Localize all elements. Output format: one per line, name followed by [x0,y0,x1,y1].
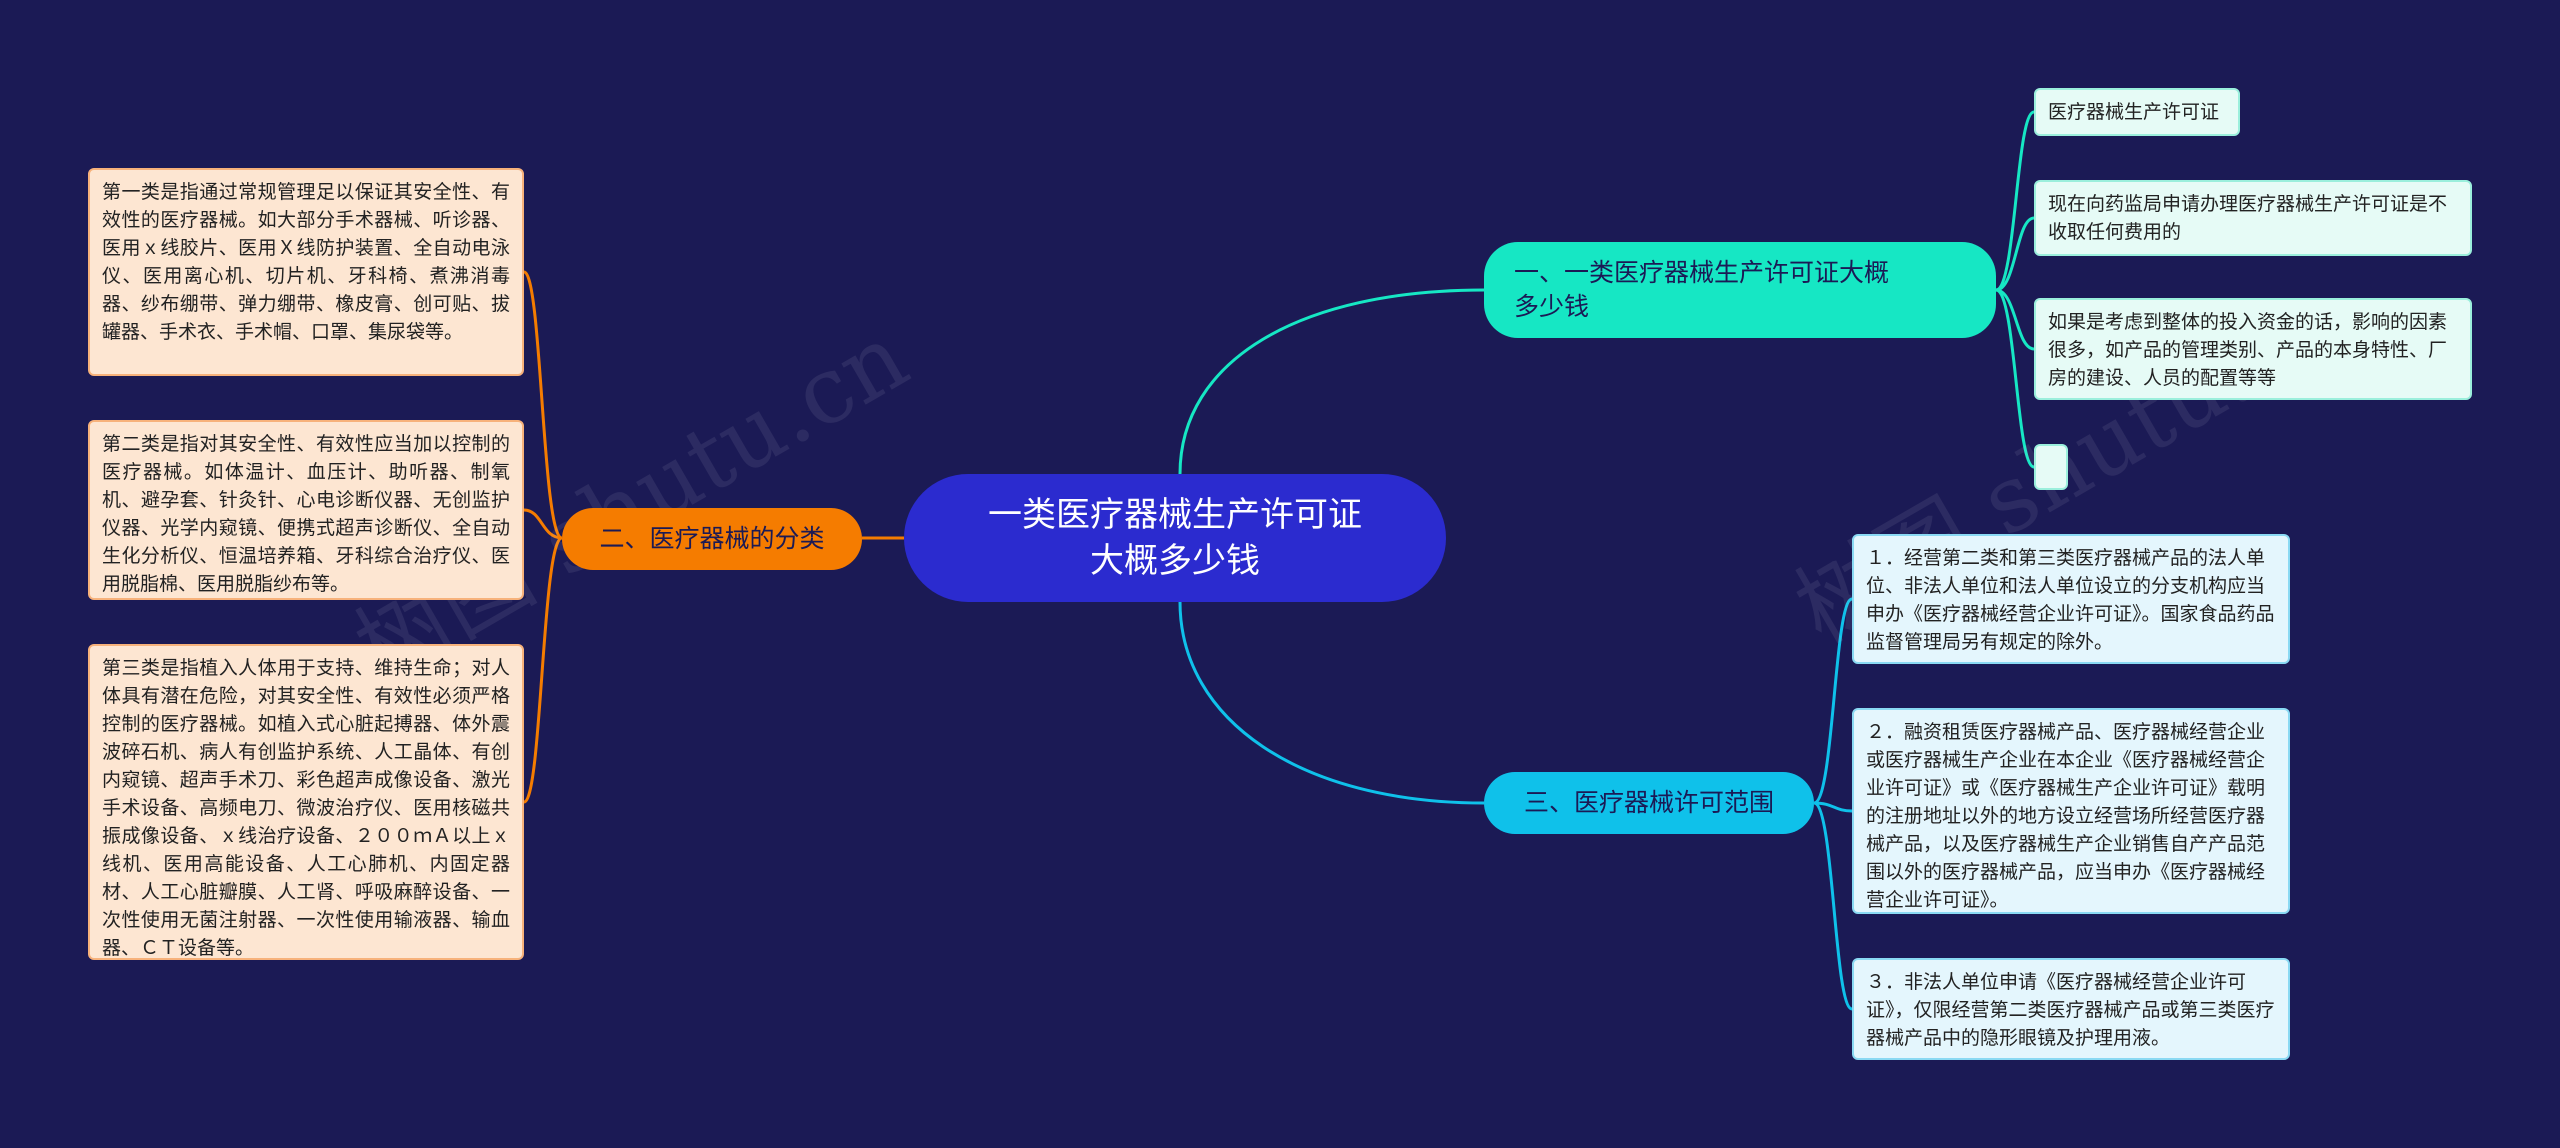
edge-b1-leaf4 [1995,288,2035,469]
edge-b1-leaf2 [1995,216,2035,292]
edge-b2-leaf2 [523,508,563,540]
edge-root-branch3 [1178,601,1485,805]
leaf-node[interactable]: １．经营第二类和第三类医疗器械产品的法人单位、非法人单位和法人单位设立的分支机构… [1852,534,2290,664]
leaf-node[interactable]: 第三类是指植入人体用于支持、维持生命；对人体具有潜在危险，对其安全性、有效性必须… [88,644,524,960]
edge-b3-leaf3 [1813,801,1853,1011]
root-label: 一类医疗器械生产许可证 大概多少钱 [988,495,1362,581]
edge-b1-leaf1 [1995,110,2035,292]
leaf-node[interactable]: 如果是考虑到整体的投入资金的话，影响的因素很多，如产品的管理类别、产品的本身特性… [2034,298,2472,400]
edge-b1-leaf3 [1995,288,2035,351]
root-node[interactable]: 一类医疗器械生产许可证 大概多少钱 [904,474,1446,602]
branch-node-license-scope[interactable]: 三、医疗器械许可范围 [1484,772,1814,834]
edge-root-branch1 [1178,288,1485,475]
branch-node-classification[interactable]: 二、医疗器械的分类 [562,508,862,570]
edge-b2-leaf3 [522,536,563,804]
leaf-node-empty[interactable] [2034,444,2068,490]
edge-b3-leaf1 [1813,597,1853,805]
leaf-node[interactable]: 医疗器械生产许可证 [2034,88,2240,136]
leaf-node[interactable]: ２．融资租赁医疗器械产品、医疗器械经营企业或医疗器械生产企业在本企业《医疗器械经… [1852,708,2290,914]
leaf-node[interactable]: ３．非法人单位申请《医疗器械经营企业许可证》，仅限经营第二类医疗器械产品或第三类… [1852,958,2290,1060]
branch-label: 一、一类医疗器械生产许可证大概 多少钱 [1514,258,1890,321]
branch-label: 二、医疗器械的分类 [599,524,825,553]
branch-label: 三、医疗器械许可范围 [1523,788,1774,817]
leaf-node[interactable]: 现在向药监局申请办理医疗器械生产许可证是不收取任何费用的 [2034,180,2472,256]
edge-b2-leaf1 [522,270,563,540]
leaf-node[interactable]: 第二类是指对其安全性、有效性应当加以控制的医疗器械。如体温计、血压计、助听器、制… [88,420,524,600]
leaf-node[interactable]: 第一类是指通过常规管理足以保证其安全性、有效性的医疗器械。如大部分手术器械、听诊… [88,168,524,376]
edge-b3-leaf2 [1813,801,1853,813]
branch-node-cost[interactable]: 一、一类医疗器械生产许可证大概 多少钱 [1484,242,1996,338]
